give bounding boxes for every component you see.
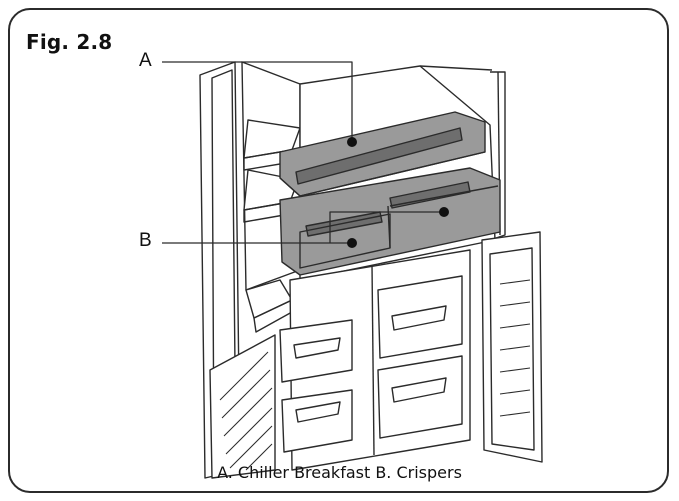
crisper-drawers — [279, 167, 501, 276]
leader-line-a — [162, 61, 353, 142]
leader-line-b2 — [329, 211, 444, 243]
callout-dot-a — [347, 137, 357, 147]
callout-leaders — [162, 61, 444, 244]
figure-title: Fig. 2.8 — [26, 30, 113, 54]
freezer-section — [279, 249, 471, 471]
callout-dot-b-left — [347, 238, 357, 248]
callout-label-a: A — [139, 50, 152, 71]
chiller-drawer — [279, 111, 486, 197]
callout-label-b: B — [139, 230, 152, 251]
right-door — [481, 231, 543, 463]
callout-dot-b-right — [439, 207, 449, 217]
figure-caption: A. Chiller Breakfast B. Crispers — [217, 463, 462, 482]
